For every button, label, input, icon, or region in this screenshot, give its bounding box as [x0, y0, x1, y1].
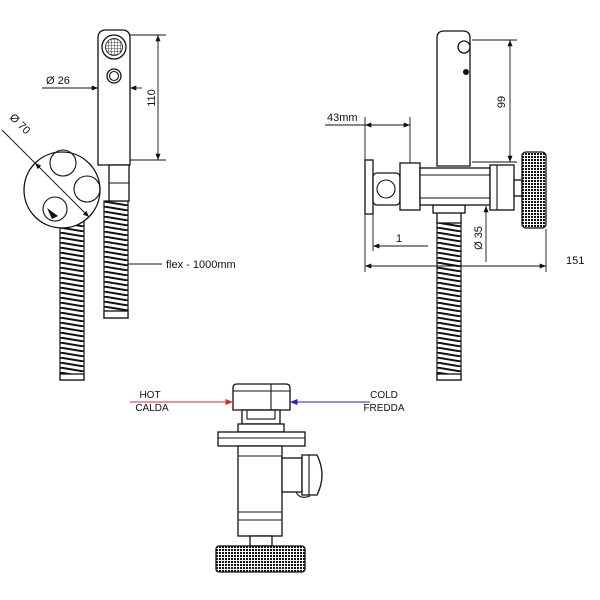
- valve-flange: [217, 431, 306, 447]
- side-hose-end: [436, 373, 462, 381]
- wall-flange: [364, 159, 374, 215]
- shower-holder-ring: [376, 179, 396, 199]
- hand-shower-body: [97, 29, 131, 166]
- valve-stem-outer: [241, 409, 281, 425]
- cold-label-it: FREDDA: [363, 403, 404, 414]
- dim-side-height-label: 99: [496, 96, 508, 108]
- hot-label-it: CALDA: [135, 403, 169, 414]
- valve-outlet: [281, 457, 303, 493]
- side-view: 99 43mm 1 Ø 35 151: [325, 30, 584, 381]
- hose-left: [59, 221, 85, 381]
- hose-right: [103, 200, 129, 319]
- valve-spindle: [513, 179, 523, 197]
- side-trigger-button: [463, 69, 469, 75]
- hose-right-end: [103, 310, 129, 319]
- dim-length-label: 151: [566, 255, 584, 267]
- valve-body: [419, 167, 491, 206]
- dim-gap-label: 1: [396, 233, 402, 245]
- dim-height-label: 110: [146, 89, 158, 107]
- side-spray-nozzle: [457, 40, 471, 54]
- valve-nut-right: [489, 164, 515, 211]
- dim-diameter-valve-label: Ø 35: [473, 226, 485, 250]
- valve-knob-stem: [249, 535, 273, 547]
- dim-diameter-holder-leader: [1, 129, 36, 164]
- front-view: Ø 26 110 Ø 70 flex - 1000mm: [1, 29, 236, 381]
- trigger-button-inner: [108, 70, 120, 82]
- valve-stem-inner: [246, 409, 276, 420]
- top-view: HOT CALDA COLD FREDDA: [130, 383, 405, 573]
- valve-outlet-cap: [301, 454, 323, 496]
- side-hose: [436, 221, 462, 381]
- dim-diameter-holder-line: [34, 162, 90, 218]
- valve-outlet-hook: [295, 491, 311, 498]
- dim-diameter-body-label: Ø 26: [46, 75, 70, 87]
- spray-nozzle-grid: [105, 38, 123, 56]
- hose-right-coil: [103, 200, 129, 319]
- hose-left-end: [59, 373, 85, 381]
- dim-offset-label: 43mm: [327, 112, 358, 124]
- valve-nut-left: [399, 162, 421, 211]
- side-hose-coil: [436, 221, 462, 381]
- side-hose-nut: [432, 204, 466, 214]
- valve-body-top: [237, 445, 283, 537]
- hose-label: flex - 1000mm: [166, 259, 236, 271]
- dim-diameter-holder-label: Ø 70: [7, 112, 32, 137]
- valve-neck: [237, 423, 285, 433]
- valve-knob-top: [215, 545, 306, 573]
- cold-label: COLD: [370, 390, 398, 401]
- hot-label: HOT: [139, 390, 160, 401]
- hose-left-coil: [59, 221, 85, 381]
- valve-cap: [232, 383, 291, 411]
- side-shower-body: [436, 30, 471, 167]
- valve-knob: [521, 151, 547, 229]
